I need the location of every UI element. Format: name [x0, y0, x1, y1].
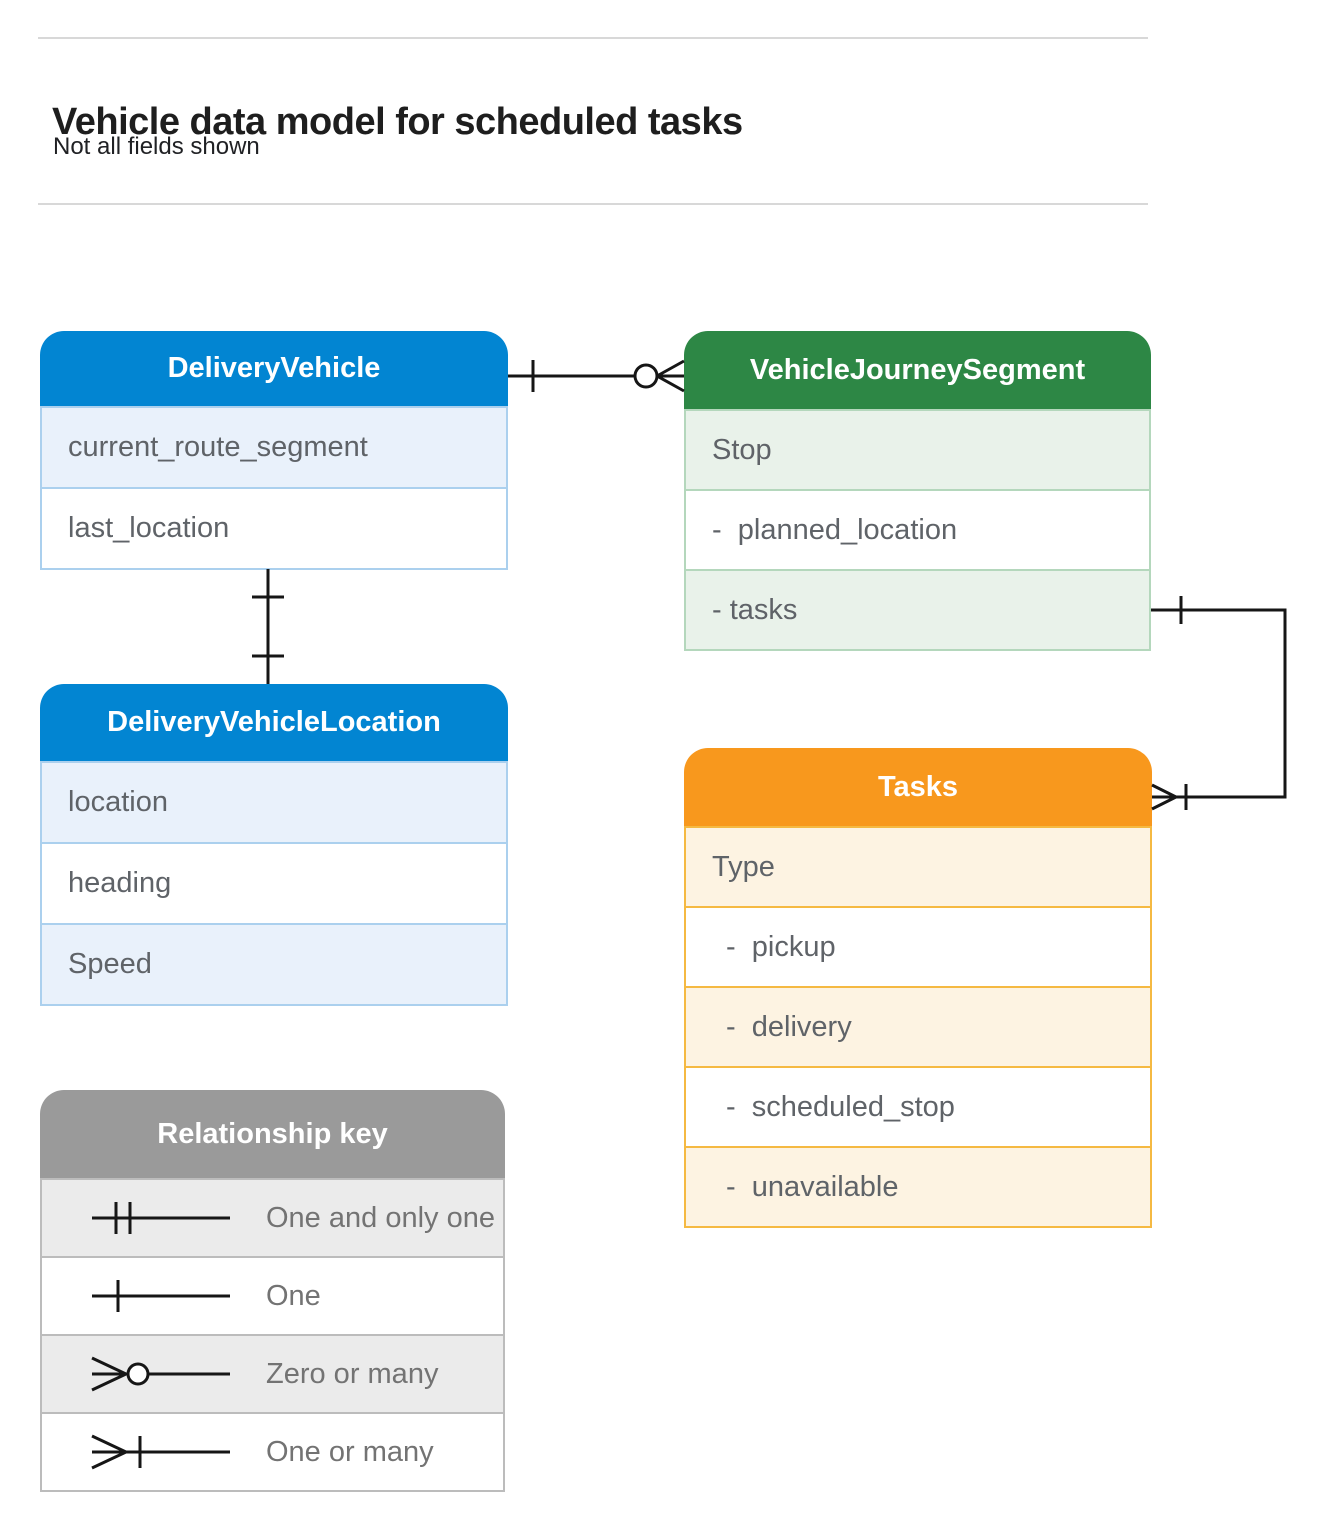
key-row: One	[42, 1256, 503, 1334]
relationship-key-body: One and only one One Zero or many	[40, 1178, 505, 1492]
field-row: heading	[42, 842, 506, 923]
field-row: Speed	[42, 923, 506, 1004]
field-row: current_route_segment	[42, 408, 506, 487]
entity-delivery-vehicle: DeliveryVehicle current_route_segment la…	[40, 331, 508, 570]
entity-title: DeliveryVehicle	[167, 352, 381, 384]
entity-body: location heading Speed	[40, 761, 508, 1006]
one-or-many-icon	[88, 1364, 256, 1540]
field-row: - unavailable	[686, 1146, 1150, 1226]
key-label: Zero or many	[266, 1357, 439, 1390]
entity-body: Stop - planned_location - tasks	[684, 409, 1151, 651]
entity-title: VehicleJourneySegment	[749, 353, 1086, 386]
field-row: Stop	[686, 411, 1149, 489]
entity-title: DeliveryVehicleLocation	[107, 706, 441, 738]
page-subtitle: Not all fields shown	[53, 133, 260, 160]
key-row: Zero or many	[42, 1334, 503, 1412]
relationship-key: Relationship key One and only one One	[40, 1090, 505, 1492]
key-label: One and only one	[266, 1201, 495, 1234]
field-row: Type	[686, 828, 1150, 906]
one-icon	[88, 1208, 256, 1384]
entity-vehicle-journey-segment: VehicleJourneySegment Stop - planned_loc…	[684, 331, 1151, 651]
key-label: One	[266, 1279, 321, 1312]
entity-header: DeliveryVehicle	[40, 331, 508, 406]
zero-or-many-icon	[88, 1286, 256, 1462]
relationship-key-title: Relationship key	[157, 1117, 388, 1150]
field-row: - pickup	[686, 906, 1150, 986]
top-divider	[38, 37, 1148, 39]
page-title: Vehicle data model for scheduled tasks	[52, 101, 743, 144]
field-row: last_location	[42, 487, 506, 568]
entity-header: DeliveryVehicleLocation	[40, 684, 508, 761]
relationship-key-header: Relationship key	[40, 1090, 505, 1178]
entity-tasks: Tasks Type - pickup - delivery - schedul…	[684, 748, 1152, 1228]
field-row: - tasks	[686, 569, 1149, 649]
one-and-only-one-icon	[88, 1130, 256, 1306]
field-row: - delivery	[686, 986, 1150, 1066]
entity-body: current_route_segment last_location	[40, 406, 508, 570]
connector-deliveryvehicle-deliveryvehiclelocation	[252, 569, 284, 684]
connector-vehiclejourneysegment-tasks	[1151, 596, 1287, 811]
key-row: One and only one	[42, 1180, 503, 1256]
key-row: One or many	[42, 1412, 503, 1490]
field-row: - scheduled_stop	[686, 1066, 1150, 1146]
entity-header: Tasks	[684, 748, 1152, 826]
field-row: location	[42, 763, 506, 842]
field-row: - planned_location	[686, 489, 1149, 569]
key-label: One or many	[266, 1435, 434, 1468]
entity-title: Tasks	[877, 770, 959, 803]
header-divider	[38, 203, 1148, 205]
connector-deliveryvehicle-vehiclejourneysegment	[508, 359, 685, 393]
entity-body: Type - pickup - delivery - scheduled_sto…	[684, 826, 1152, 1228]
entity-header: VehicleJourneySegment	[684, 331, 1151, 409]
entity-delivery-vehicle-location: DeliveryVehicleLocation location heading…	[40, 684, 508, 1006]
